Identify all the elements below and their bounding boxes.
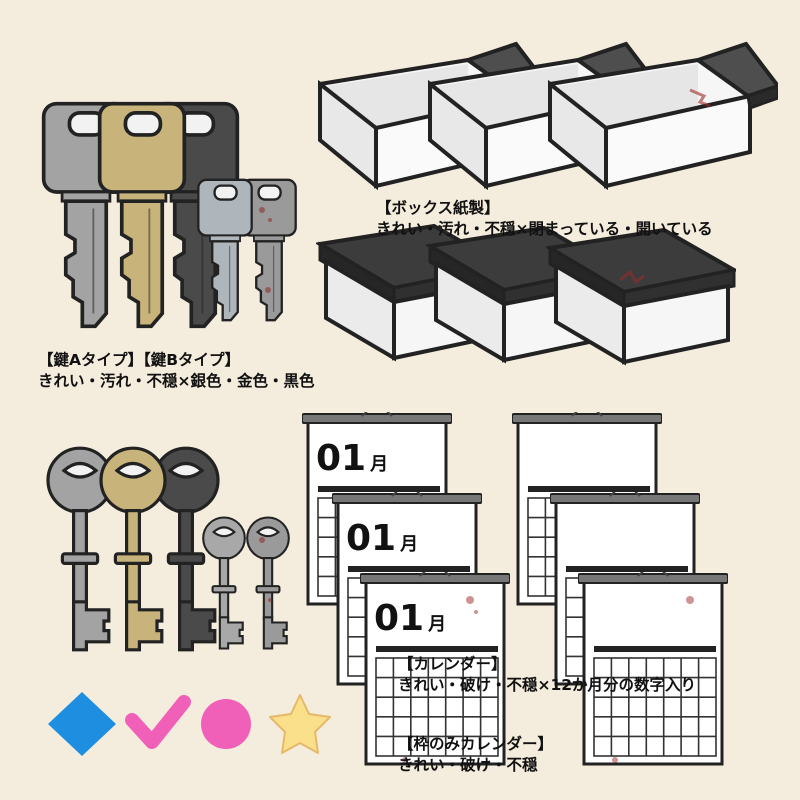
key-a-gold xyxy=(97,101,187,329)
frame-calendar-group xyxy=(512,412,728,766)
key-label-desc: きれい・汚れ・不穏×銀色・金色・黒色 xyxy=(38,372,315,390)
check-icon xyxy=(125,695,191,749)
circle-icon xyxy=(201,699,251,749)
calendar-label-title: 【カレンダー】 xyxy=(398,655,507,673)
key-type-a-group xyxy=(41,101,297,329)
paper-box-group xyxy=(318,42,778,364)
shape-icons xyxy=(48,692,331,756)
calendar-label: 【カレンダー】 きれい・破け・不穏×12か月分の数字入り xyxy=(398,654,696,696)
box-label-desc: きれい・汚れ・不穏×閉まっている・開いている xyxy=(376,220,713,238)
key-label: 【鍵Aタイプ】【鍵Bタイプ】 きれい・汚れ・不穏×銀色・金色・黒色 xyxy=(38,350,315,392)
key-b-gold xyxy=(99,446,167,652)
calendar-label-desc: きれい・破け・不穏×12か月分の数字入り xyxy=(398,676,697,694)
key-label-title: 【鍵Aタイプ】【鍵Bタイプ】 xyxy=(38,351,241,369)
frame-calendar-label-title: 【枠のみカレンダー】 xyxy=(398,735,554,753)
star-icon xyxy=(269,694,331,754)
key-b-dirty-dark xyxy=(245,516,291,650)
key-type-b-group xyxy=(46,446,291,652)
box-label-title: 【ボックス紙製】 xyxy=(376,199,500,217)
box-label: 【ボックス紙製】 きれい・汚れ・不穏×閉まっている・開いている xyxy=(376,198,713,240)
diamond-icon xyxy=(48,692,116,756)
frame-calendar-label: 【枠のみカレンダー】 きれい・破け・不穏 xyxy=(398,734,553,776)
frame-calendar-label-desc: きれい・破け・不穏 xyxy=(398,756,538,774)
